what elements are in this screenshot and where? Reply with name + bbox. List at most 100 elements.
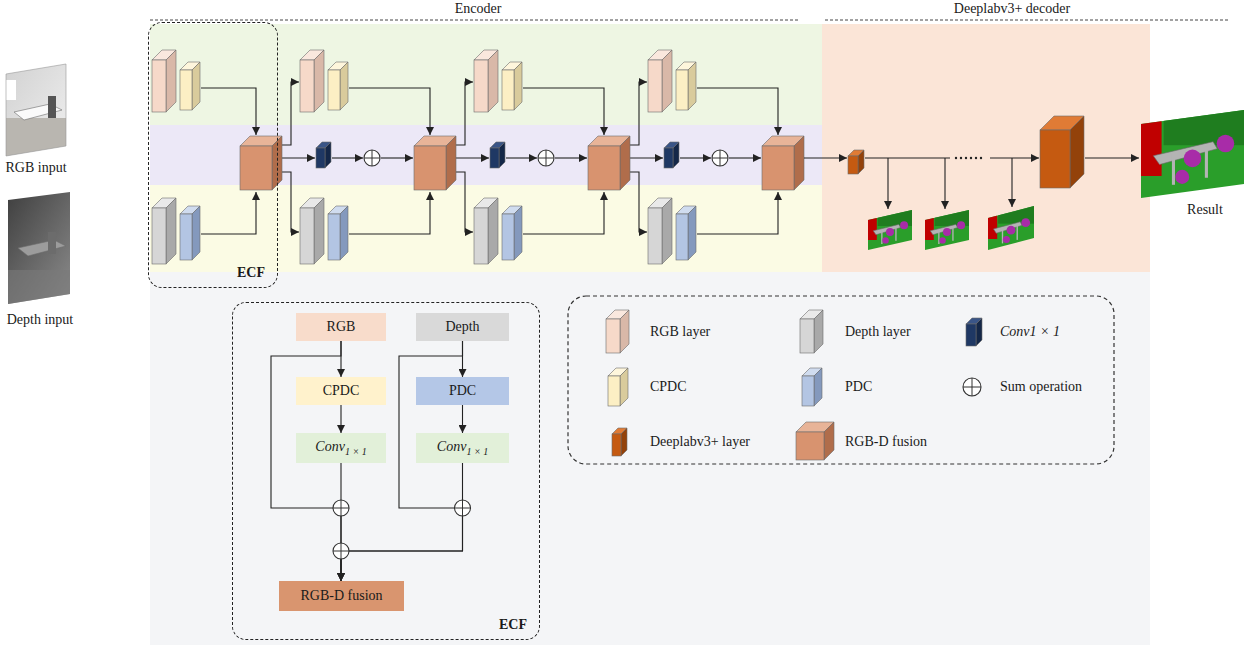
rgb-photo — [0, 60, 70, 160]
text-group: Depth — [445, 319, 479, 335]
ellipsis-dot — [965, 157, 967, 159]
ellipsis-dot — [960, 157, 962, 159]
rgb-layer-side — [166, 50, 176, 112]
segmentation-image — [988, 206, 1034, 250]
box-label: RGB — [327, 319, 356, 334]
process-box: PDC — [416, 377, 509, 405]
conv-block — [316, 142, 331, 168]
sum-circle — [364, 150, 380, 166]
photo-ground — [0, 60, 70, 160]
dashed-region: ECF — [148, 22, 278, 288]
rgb-layer — [474, 50, 498, 112]
legend-icon-front — [606, 319, 620, 353]
decoder-layer-front — [848, 156, 858, 174]
text-group: CPDC — [323, 383, 360, 399]
box-label: Depth — [445, 319, 479, 334]
seg-chair — [886, 228, 894, 236]
caption-label: Result — [1187, 202, 1223, 218]
rgb-layer-front — [474, 60, 488, 112]
seg-floor — [1141, 110, 1244, 198]
sum-cross — [372, 150, 373, 166]
decoder-layer-side — [1070, 116, 1084, 188]
sum-cross — [341, 543, 342, 559]
seg-leg — [938, 230, 939, 244]
arrow-line — [456, 172, 473, 232]
conv-block-side — [325, 142, 331, 168]
seg-chair — [1003, 236, 1010, 243]
depth-layer-front — [300, 208, 314, 264]
box-label: 1 × 1 — [466, 446, 488, 457]
legend-icon-side — [620, 310, 629, 353]
caption-label: Depth input — [7, 312, 74, 328]
sum-symbol — [364, 150, 380, 166]
header-rule — [825, 20, 1230, 21]
ellipsis-dot — [955, 157, 957, 159]
seg-chair — [939, 237, 945, 243]
seg-leg — [1172, 154, 1175, 185]
ellipsis-dot — [970, 157, 972, 159]
seg-leg — [1205, 147, 1208, 178]
connector — [341, 463, 463, 581]
sum-circle — [963, 378, 981, 396]
rgb-layer — [152, 50, 176, 112]
legend-text: RGB-D fusion — [845, 434, 927, 450]
sum-circle — [333, 543, 349, 559]
arrow-line — [381, 157, 413, 158]
rgb-layer-front — [648, 60, 662, 112]
sum-circle — [333, 500, 349, 516]
pdc-block — [328, 206, 348, 260]
depth-layer — [152, 198, 176, 264]
region-label: ECF — [499, 617, 527, 632]
arrow-line — [630, 82, 647, 145]
cpdc-block-front — [180, 70, 192, 110]
sum-cross — [341, 500, 342, 516]
cpdc-block-side — [192, 62, 200, 110]
arrow-line — [865, 157, 950, 158]
text-group: RGB-D fusion — [300, 588, 382, 604]
depth-table — [18, 240, 66, 256]
process-box: CPDC — [296, 377, 386, 405]
arrow-line — [506, 157, 537, 158]
legend-text: CPDC — [650, 379, 687, 395]
seg-chair — [1021, 218, 1030, 227]
fusion-block-side — [272, 136, 282, 190]
box-label: RGB-D fusion — [300, 588, 382, 603]
pdc-block-front — [676, 214, 688, 260]
legend-text: Deeplabv3+ layer — [650, 434, 750, 450]
arrow-line — [523, 192, 604, 234]
rgb-layer-side — [314, 50, 324, 112]
conv-block-front — [664, 148, 673, 168]
decoder-layer — [848, 150, 864, 174]
text-group: Conv1 × 1 — [315, 439, 366, 457]
seg-red — [868, 210, 877, 240]
arrow-line — [282, 82, 299, 145]
rgb-layer-front — [152, 60, 166, 112]
conv-block-side — [499, 142, 505, 168]
legend-text: Sum operation — [1000, 379, 1082, 395]
legend-icon — [966, 318, 982, 346]
rgb-band — [150, 24, 822, 125]
conv-block — [664, 142, 679, 168]
seg-leg — [1002, 228, 1003, 243]
connector — [340, 405, 341, 433]
pdc-block — [502, 206, 522, 260]
depth-layer-side — [662, 198, 672, 264]
fusion-block-side — [620, 136, 630, 190]
text-group: PDC — [449, 383, 476, 399]
seg-chair — [1175, 170, 1189, 184]
arrow-line — [349, 88, 430, 135]
rgb-layer-front — [300, 60, 314, 112]
pdc-block-side — [688, 206, 696, 260]
sum-symbol — [963, 378, 981, 396]
depth-layer-front — [152, 208, 166, 264]
legend-icon — [802, 368, 822, 406]
legend-frame — [568, 296, 1114, 464]
legend-text: PDC — [845, 379, 872, 395]
fusion-block — [240, 136, 282, 190]
seg-chair — [943, 228, 951, 236]
seg-red — [1141, 110, 1162, 176]
cpdc-block-front — [502, 70, 514, 110]
rgb-layer-side — [662, 50, 672, 112]
seg-chair — [1217, 135, 1235, 153]
